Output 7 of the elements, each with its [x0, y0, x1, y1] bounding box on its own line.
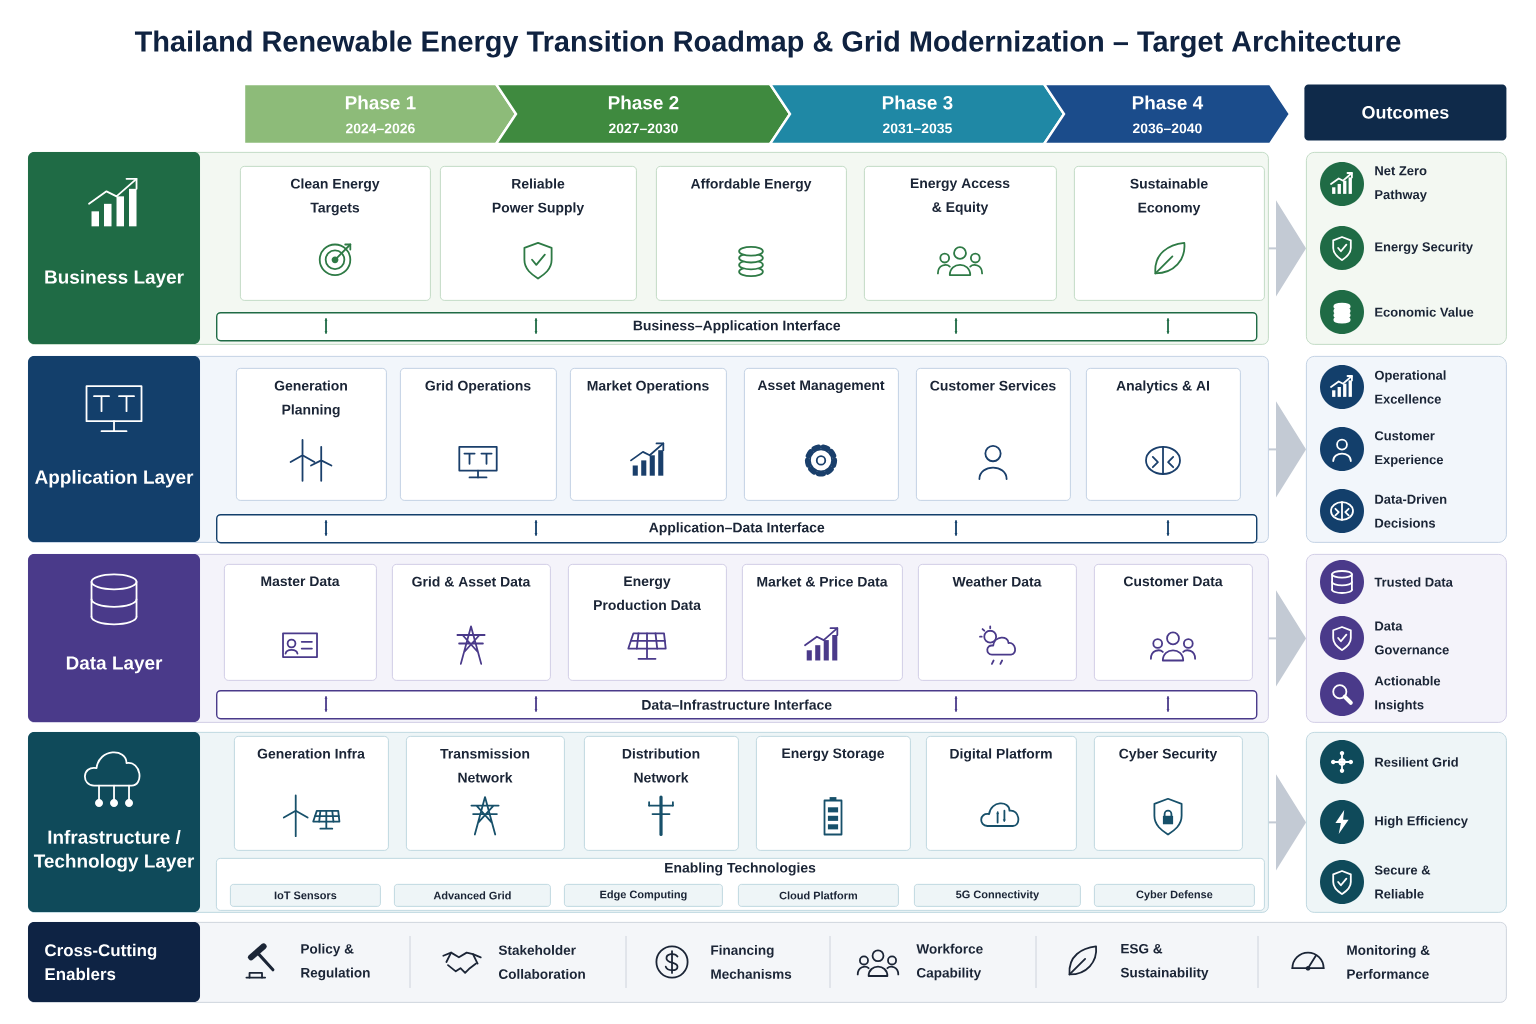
layer-label: Data Layer — [28, 554, 200, 722]
title: Thailand Renewable Energy Transition Roadmap & Grid Modernization – Target Architecture — [134, 30, 1401, 58]
layer-label: Business Layer — [28, 152, 200, 344]
layer-label: Application Layer — [28, 356, 200, 542]
layer-label: Infrastructure / Technology Layer — [28, 732, 200, 912]
band-label: Cross-Cutting Enablers — [28, 922, 200, 1002]
outcomes-header: Outcomes — [1304, 84, 1507, 141]
